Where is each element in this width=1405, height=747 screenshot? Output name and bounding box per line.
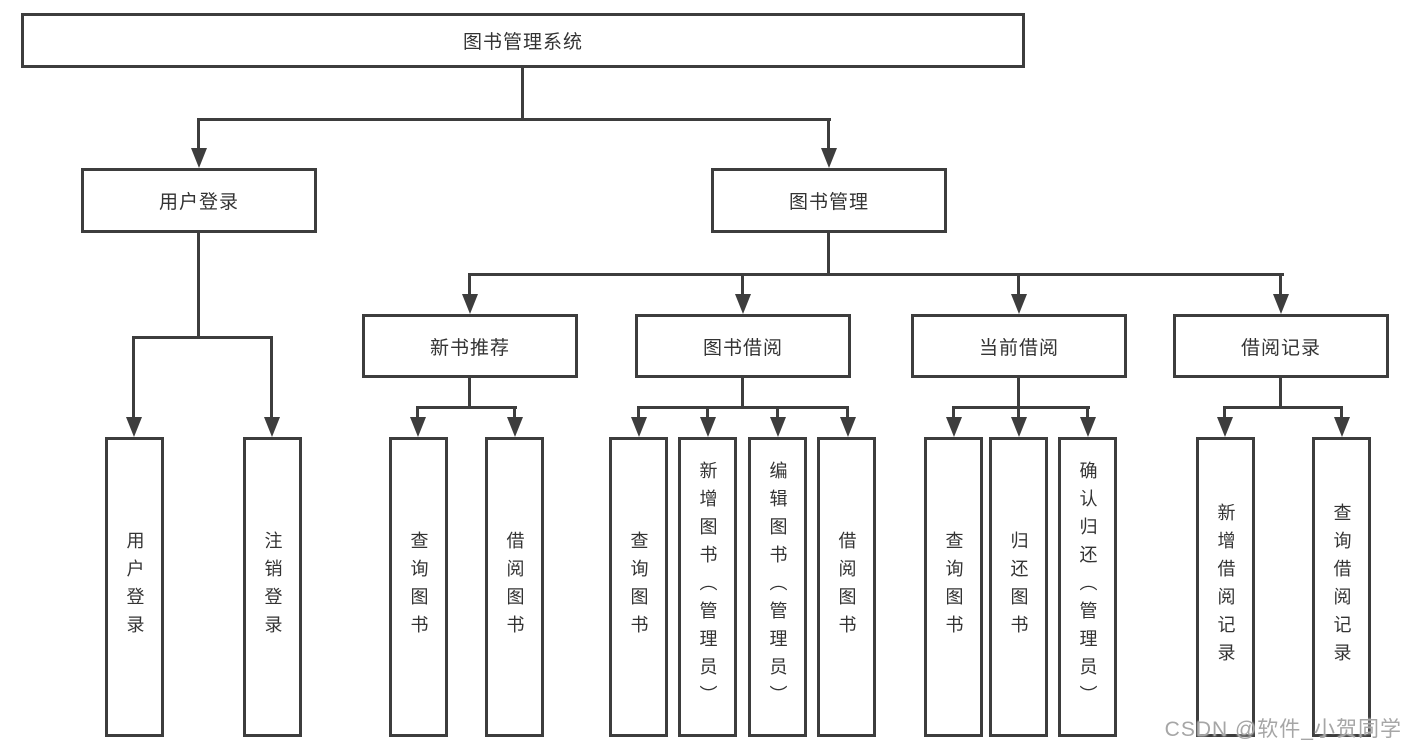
connector-stub	[197, 118, 200, 152]
connector-stub	[637, 406, 640, 421]
leaf-add-book-admin: 新增图书（管理员）	[678, 437, 737, 737]
connector-stem	[1017, 378, 1020, 406]
arrowhead-down-icon	[700, 417, 716, 437]
connector-stub	[1223, 406, 1226, 421]
connector-root-stem	[521, 68, 524, 118]
csdn-watermark: CSDN @软件_小贺同学	[1164, 718, 1402, 741]
arrowhead-down-icon	[946, 417, 962, 437]
arrowhead-down-icon	[1080, 417, 1096, 437]
node-label: 查询图书	[628, 531, 649, 643]
node-label: 图书管理	[788, 192, 869, 213]
connector-book-management-bar	[468, 273, 1284, 276]
connector-stub	[416, 406, 419, 421]
connector-bar	[637, 406, 849, 409]
node-label: 新增借阅记录	[1215, 503, 1236, 671]
leaf-logout: 注销登录	[243, 437, 302, 737]
arrowhead-down-icon	[840, 417, 856, 437]
node-user-login: 用户登录	[81, 168, 317, 233]
connector-stem	[1279, 378, 1282, 406]
leaf-user-login: 用户登录	[105, 437, 164, 737]
arrowhead-down-icon	[821, 148, 837, 168]
connector-stub	[776, 406, 779, 421]
node-label: 新书推荐	[429, 337, 510, 359]
connector-stub	[1340, 406, 1343, 421]
leaf-edit-book-admin: 编辑图书（管理员）	[748, 437, 807, 737]
node-label: 归还图书	[1008, 531, 1029, 643]
arrowhead-down-icon	[410, 417, 426, 437]
node-borrowing-records: 借阅记录	[1173, 314, 1389, 378]
connector-stub	[1086, 406, 1089, 421]
connector-stub	[706, 406, 709, 421]
connector-stub	[741, 273, 744, 298]
node-label: 查询图书	[943, 531, 964, 643]
connector-root-bar	[197, 118, 831, 121]
node-label: 查询借阅记录	[1331, 503, 1352, 671]
node-current-borrowing: 当前借阅	[911, 314, 1127, 378]
connector-stub	[1017, 273, 1020, 298]
leaf-add-borrow-record: 新增借阅记录	[1196, 437, 1255, 737]
arrowhead-down-icon	[631, 417, 647, 437]
connector-stem	[468, 378, 471, 406]
node-book-borrowing: 图书借阅	[635, 314, 851, 378]
node-book-management: 图书管理	[711, 168, 947, 233]
node-new-book-recommend: 新书推荐	[362, 314, 578, 378]
node-label: 图书借阅	[702, 337, 783, 359]
arrowhead-down-icon	[1011, 294, 1027, 314]
leaf-borrow-books: 借阅图书	[817, 437, 876, 737]
node-label: 借阅记录	[1240, 337, 1321, 359]
leaf-query-borrow-record: 查询借阅记录	[1312, 437, 1371, 737]
connector-stub	[1279, 273, 1282, 298]
connector-user-login-bar	[132, 336, 273, 339]
connector-stub	[513, 406, 516, 421]
node-label: 新增图书（管理员）	[697, 461, 718, 713]
connector-stub	[952, 406, 955, 421]
leaf-query-books-current: 查询图书	[924, 437, 983, 737]
arrowhead-down-icon	[462, 294, 478, 314]
arrowhead-down-icon	[1011, 417, 1027, 437]
node-library-system: 图书管理系统	[21, 13, 1025, 68]
leaf-return-books: 归还图书	[989, 437, 1048, 737]
connector-bar	[416, 406, 517, 409]
leaf-borrow-books-recommend: 借阅图书	[485, 437, 544, 737]
arrowhead-down-icon	[770, 417, 786, 437]
arrowhead-down-icon	[1334, 417, 1350, 437]
connector-bar	[952, 406, 1090, 409]
arrowhead-down-icon	[191, 148, 207, 168]
connector-stub	[846, 406, 849, 421]
connector-book-management-stem	[827, 233, 830, 273]
connector-bar	[1223, 406, 1343, 409]
node-label: 借阅图书	[504, 531, 525, 643]
connector-stub	[827, 118, 830, 152]
arrowhead-down-icon	[735, 294, 751, 314]
connector-stub	[1017, 406, 1020, 421]
node-label: 注销登录	[262, 531, 283, 643]
connector-user-login-stem	[197, 233, 200, 336]
node-label: 借阅图书	[836, 531, 857, 643]
node-label: 用户登录	[124, 531, 145, 643]
leaf-query-books-recommend: 查询图书	[389, 437, 448, 737]
connector-stub	[468, 273, 471, 298]
node-label: 编辑图书（管理员）	[767, 461, 788, 713]
node-label: 用户登录	[158, 192, 239, 213]
arrowhead-down-icon	[264, 417, 280, 437]
connector-stem	[741, 378, 744, 406]
node-label: 查询图书	[408, 531, 429, 643]
connector-stub	[270, 336, 273, 421]
node-label: 图书管理系统	[462, 32, 583, 53]
connector-stub	[132, 336, 135, 421]
node-label: 当前借阅	[978, 337, 1059, 359]
arrowhead-down-icon	[1217, 417, 1233, 437]
node-label: 确认归还（管理员）	[1077, 461, 1098, 713]
arrowhead-down-icon	[1273, 294, 1289, 314]
arrowhead-down-icon	[507, 417, 523, 437]
arrowhead-down-icon	[126, 417, 142, 437]
leaf-confirm-return-admin: 确认归还（管理员）	[1058, 437, 1117, 737]
leaf-query-books-borrowing: 查询图书	[609, 437, 668, 737]
